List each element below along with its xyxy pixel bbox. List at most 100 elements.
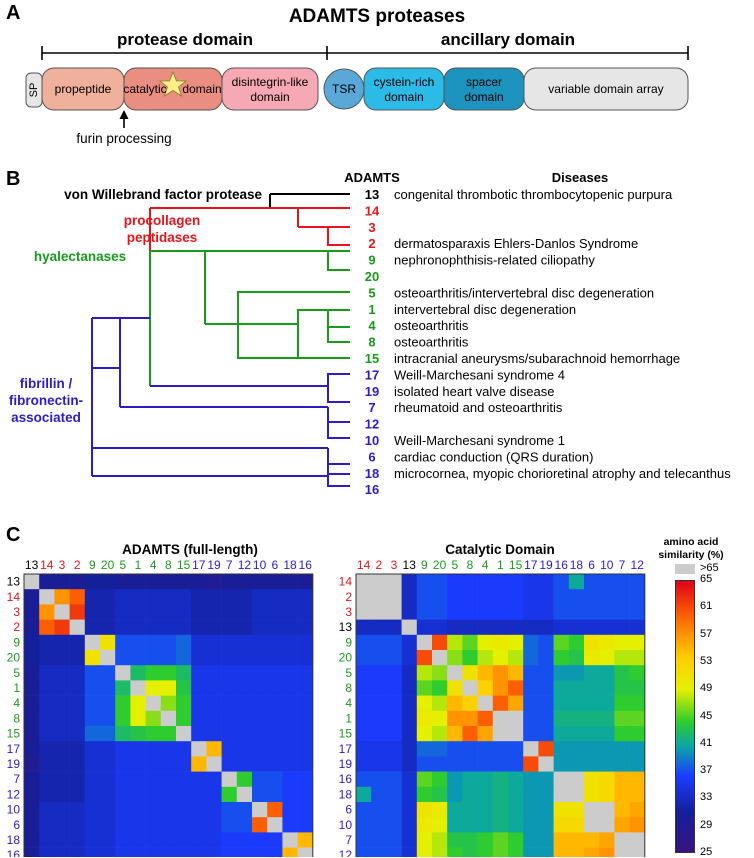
heatmap-1-row-label: 1 bbox=[345, 711, 352, 725]
heatmap-1-cell bbox=[492, 604, 509, 620]
heatmap-0-cell bbox=[130, 847, 146, 857]
heatmap-0-cell bbox=[100, 604, 116, 620]
heatmap-1-cell bbox=[416, 589, 433, 605]
heatmap-1-cell bbox=[356, 650, 372, 666]
heatmap-1-cell bbox=[492, 756, 509, 772]
heatmap-1-frame bbox=[355, 573, 646, 857]
heatmap-1-cell bbox=[614, 726, 630, 742]
heatmap-0-cell bbox=[160, 680, 177, 696]
heatmap-1-cell bbox=[568, 726, 585, 742]
tsr-label: TSR bbox=[332, 82, 356, 96]
disease-label-6: cardiac conduction (QRS duration) bbox=[394, 449, 593, 464]
header-diseases: Diseases bbox=[552, 170, 608, 185]
clade-fibrillin-label-3: associated bbox=[11, 410, 81, 425]
heatmap-0-cell bbox=[115, 665, 131, 681]
heatmap-0-cell bbox=[145, 574, 162, 590]
clade-hyalectanases-label: hyalectanases bbox=[34, 249, 126, 264]
heatmap-1-cell bbox=[538, 741, 554, 757]
heatmap-0-cell bbox=[130, 680, 146, 696]
domain-label: domain bbox=[182, 82, 221, 96]
heatmap-1-cell bbox=[614, 786, 630, 803]
legend-tick-label: 29 bbox=[700, 818, 713, 831]
heatmap-0-cell bbox=[130, 619, 146, 636]
heatmap-0-cell bbox=[160, 802, 177, 818]
heatmap-1-cell bbox=[508, 817, 524, 833]
heatmap-0-row-label: 7 bbox=[13, 772, 20, 786]
heatmap-0-cell bbox=[297, 771, 314, 788]
heatmap-1-row-label: 14 bbox=[339, 575, 353, 589]
heatmap-0-cell bbox=[297, 680, 314, 696]
heatmap-1-cell bbox=[553, 771, 570, 788]
heatmap-1-cell bbox=[523, 695, 539, 712]
heatmap-0-cell bbox=[267, 756, 283, 772]
heatmap-0-cell bbox=[176, 574, 192, 590]
heatmap-1-cell bbox=[614, 756, 630, 772]
heatmap-0-cell bbox=[282, 695, 298, 712]
heatmap-1-col-label: 2 bbox=[375, 558, 382, 572]
heatmap-1-cell bbox=[371, 710, 387, 727]
heatmap-0-cell bbox=[69, 619, 86, 636]
heatmap-1-cell bbox=[629, 756, 646, 772]
heatmap-0-cell bbox=[39, 604, 55, 620]
heatmap-0-cell bbox=[69, 832, 86, 848]
heatmap-1-cell bbox=[523, 604, 539, 620]
heatmap-0-cell bbox=[236, 574, 253, 590]
heatmap-1-col-label: 17 bbox=[524, 558, 538, 572]
heatmap-0-cell bbox=[84, 847, 101, 857]
heatmap-1-cell bbox=[568, 589, 585, 605]
heatmap-1-cell bbox=[568, 650, 585, 666]
adamts-leaf-4: 4 bbox=[368, 318, 376, 333]
heatmap-0-cell bbox=[84, 817, 101, 833]
clade-vwf-label: von Willebrand factor protease bbox=[64, 187, 262, 202]
heatmap-1-cell bbox=[447, 634, 463, 651]
heatmap-0-col-label: 18 bbox=[283, 558, 297, 572]
heatmap-1-cell bbox=[538, 650, 554, 666]
heatmap-1-cell bbox=[432, 726, 448, 742]
heatmap-0-cell bbox=[206, 574, 222, 590]
clade-procollagen-label-2: peptidases bbox=[127, 230, 198, 245]
heatmap-0-cell bbox=[176, 710, 192, 727]
heatmap-0-cell bbox=[236, 604, 253, 620]
heatmap-0-cell bbox=[24, 832, 40, 848]
heatmap-1-cell bbox=[568, 756, 585, 772]
heatmap-1-cell bbox=[356, 802, 372, 818]
heatmap-1-cell bbox=[477, 786, 494, 803]
heatmap-1-cell bbox=[462, 817, 478, 833]
heatmap-1-cell bbox=[599, 817, 615, 833]
heatmap-1-cell bbox=[462, 680, 478, 696]
heatmap-1-cell bbox=[599, 619, 615, 636]
heatmap-0-cell bbox=[267, 619, 283, 636]
heatmap-0-cell bbox=[130, 771, 146, 788]
heatmap-0-cell bbox=[282, 634, 298, 651]
heatmap-1-cell bbox=[629, 741, 646, 757]
heatmap-1-cell bbox=[584, 741, 600, 757]
heatmap-0-cell bbox=[206, 665, 222, 681]
heatmap-0-cell bbox=[100, 619, 116, 636]
heatmap-1-row-label: 10 bbox=[339, 818, 353, 832]
heatmap-0-cell bbox=[145, 665, 162, 681]
disease-label-7: rheumatoid and osteoarthritis bbox=[394, 400, 563, 415]
heatmap-1-col-label: 15 bbox=[509, 558, 523, 572]
heatmap-0-row-label: 9 bbox=[13, 635, 20, 649]
heatmap-1-col-label: 19 bbox=[539, 558, 553, 572]
heatmap-1-cell bbox=[523, 786, 539, 803]
heatmap-0-cell bbox=[24, 710, 40, 727]
heatmap-0-cell bbox=[160, 634, 177, 651]
heatmap-0-cell bbox=[145, 650, 162, 666]
heatmap-1-cell bbox=[584, 802, 600, 818]
heatmap-1-cell bbox=[371, 619, 387, 636]
heatmap-1-cell bbox=[508, 634, 524, 651]
heatmap-0-cell bbox=[252, 665, 268, 681]
domain-architecture-diagram: ADAMTS proteases protease domain ancilla… bbox=[25, 6, 689, 146]
heatmap-1-cell bbox=[356, 817, 372, 833]
heatmap-0-cell bbox=[84, 756, 101, 772]
heatmap-0-cell bbox=[221, 847, 238, 857]
heatmap-1-row-label: 8 bbox=[345, 681, 352, 695]
heatmap-0-col-label: 12 bbox=[238, 558, 252, 572]
heatmap-1-cell bbox=[538, 665, 554, 681]
heatmap-0-cell bbox=[267, 710, 283, 727]
heatmap-1-cell bbox=[629, 726, 646, 742]
furin-label: furin processing bbox=[76, 131, 171, 146]
heatmap-1-cell bbox=[614, 650, 630, 666]
heatmap-0-cell bbox=[252, 589, 268, 605]
